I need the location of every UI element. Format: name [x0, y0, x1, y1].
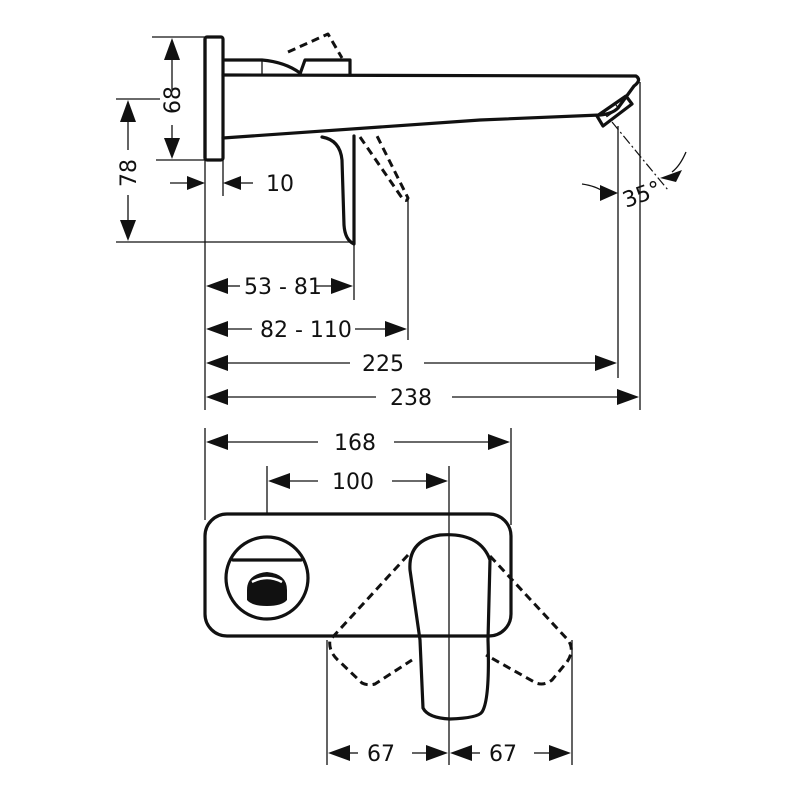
dim-68: 68	[161, 86, 186, 114]
dim-225: 225	[362, 352, 404, 377]
dim-10: 10	[266, 172, 294, 197]
wall-plate	[203, 35, 225, 162]
spout-body	[221, 73, 641, 140]
lever-open-down	[358, 133, 410, 202]
dim-67-left: 67	[367, 742, 395, 767]
aerator	[595, 94, 634, 128]
dim-35-degrees: 35°	[620, 177, 665, 214]
lever-front	[408, 533, 492, 721]
dim-53-81: 53 - 81	[244, 275, 322, 300]
lever-swing-left	[328, 553, 413, 687]
lever-swing-right	[485, 554, 573, 686]
spout-outlet	[224, 535, 310, 621]
wall-plate-front	[203, 512, 513, 638]
dim-100: 100	[332, 470, 374, 495]
dim-82-110: 82 - 110	[260, 318, 352, 343]
dim-78: 78	[117, 159, 142, 187]
lever-open-top	[287, 32, 344, 59]
dim-168: 168	[334, 431, 376, 456]
front-view: 168 100 67 67	[203, 428, 573, 767]
lever-handle	[320, 134, 356, 246]
side-view: 68 78 10 35° 53 - 81	[116, 32, 687, 411]
dim-67-right: 67	[489, 742, 517, 767]
dim-238: 238	[390, 386, 432, 411]
